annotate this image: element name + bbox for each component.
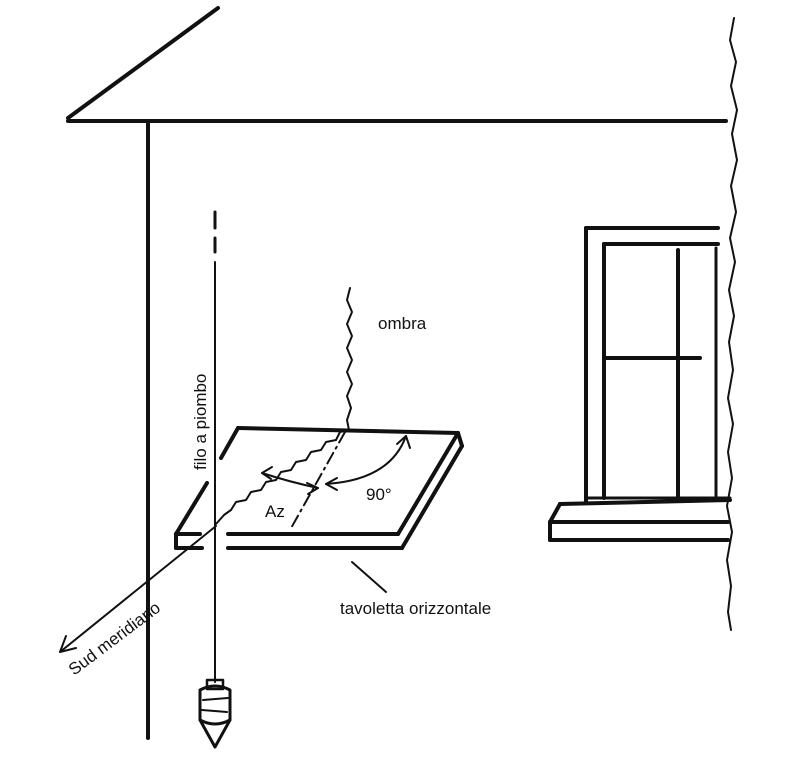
- board-leader-line: [351, 561, 387, 593]
- label-board: tavoletta orizzontale: [340, 599, 491, 618]
- axis-dashdot-line: [289, 431, 346, 531]
- wall-break-edge: [726, 17, 738, 631]
- arrowhead-icon: [306, 482, 319, 495]
- arrowhead-icon: [396, 435, 411, 449]
- board-right-edge: [396, 431, 460, 536]
- azimuth-arc: [261, 466, 319, 495]
- roof-slope: [66, 6, 220, 120]
- label-angle-right: 90°: [366, 485, 392, 504]
- arrowhead-icon: [325, 477, 338, 491]
- label-plumb-line: filo a piombo: [191, 374, 210, 470]
- board-left-edge: [174, 481, 209, 536]
- label-azimuth: Az: [265, 502, 285, 521]
- window-sill: [548, 498, 732, 542]
- window: [584, 226, 732, 504]
- right-angle-arc: [325, 435, 411, 491]
- arrowhead-icon: [261, 466, 273, 480]
- shadow-line: [215, 287, 353, 525]
- meridian-arrow-icon: [59, 635, 77, 653]
- label-shadow: ombra: [378, 314, 427, 333]
- horizontal-board: [174, 426, 464, 550]
- plumb-bob-icon: [198, 678, 232, 749]
- meridian-line: [59, 525, 217, 653]
- house: [66, 6, 738, 740]
